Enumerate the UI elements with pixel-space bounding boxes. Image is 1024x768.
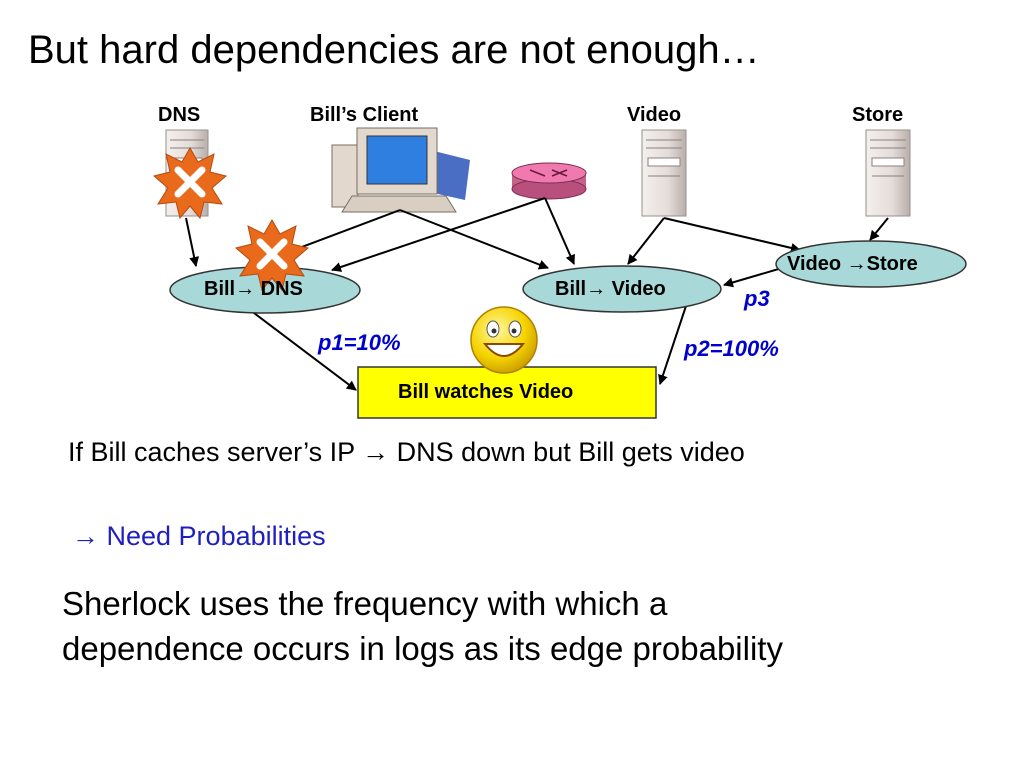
arrow-right-icon: →: [362, 437, 390, 467]
node-bill-video-shape: [522, 265, 722, 313]
sherlock-line-1: Sherlock uses the frequency with which a: [62, 585, 668, 622]
probability-p3: p3: [744, 286, 770, 311]
edges: [185, 197, 889, 391]
cache-note-result: DNS down but Bill gets video: [389, 437, 745, 467]
computer-icon: [331, 127, 470, 213]
client-label: Bill’s Client: [310, 104, 419, 126]
need-probabilities-note: → Need Probabilities: [72, 521, 326, 552]
node-bill-watches-shape: [357, 366, 657, 419]
edge-videostore-billvideo: [723, 267, 783, 288]
node-video-store-shape: [775, 240, 967, 288]
edge-video-billvideo: [627, 217, 665, 265]
slide-title: But hard dependencies are not enough…: [28, 28, 760, 72]
need-probabilities-text: Need Probabilities: [99, 521, 326, 551]
dns-label: DNS: [158, 104, 201, 126]
cache-note-text: If Bill caches server’s IP: [68, 437, 363, 467]
edge-dns-billdns: [185, 217, 200, 267]
arrow-right-icon: →: [72, 521, 99, 551]
sherlock-line-2: dependence occurs in logs as its edge pr…: [62, 630, 783, 667]
edge-store-videostore: [869, 217, 889, 241]
edge-billvideo-watch: [658, 305, 687, 385]
edge-client-billvideo: [399, 209, 549, 270]
smiley-face-icon: [470, 306, 538, 374]
probability-p1: p1=10%: [318, 330, 401, 355]
edge-billdns-watch: [249, 309, 357, 391]
edge-video-videostore: [663, 217, 801, 253]
node-video-store-label: Video →Store: [787, 253, 918, 275]
video-server-icon: [641, 129, 687, 217]
edge-router-billdns: [331, 197, 546, 272]
failure-x-icon: [234, 218, 310, 292]
node-bill-dns-label: Bill→ DNS: [204, 278, 303, 300]
store-server-icon: [865, 129, 911, 217]
store-label: Store: [852, 104, 904, 126]
node-bill-watches-label: Bill watches Video: [398, 381, 574, 403]
failure-x-icon: [152, 146, 228, 220]
probability-p2: p2=100%: [684, 336, 779, 361]
video-label: Video: [627, 104, 682, 126]
node-bill-video-label: Bill→ Video: [555, 278, 666, 300]
cache-note: If Bill caches server’s IP → DNS down bu…: [68, 437, 745, 468]
edge-router-billvideo: [544, 197, 575, 265]
router-icon: [511, 162, 587, 200]
